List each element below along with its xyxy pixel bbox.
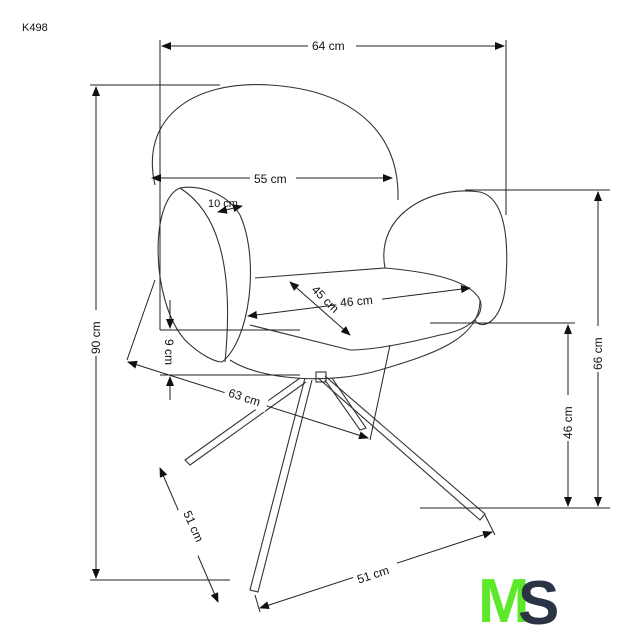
dim-seat-width: 46 cm bbox=[340, 293, 374, 310]
product-code: K498 bbox=[22, 22, 48, 34]
dim-armrest-height: 66 cm bbox=[591, 337, 605, 370]
seat-top bbox=[249, 267, 482, 351]
dim-total-width: 64 cm bbox=[312, 39, 345, 53]
dim-back-width: 55 cm bbox=[254, 172, 287, 186]
leg-1 bbox=[249, 377, 313, 593]
seat-bottom bbox=[229, 299, 481, 380]
dim-armrest-thickness: 10 cm bbox=[208, 198, 238, 210]
left-armrest-inner bbox=[179, 187, 229, 363]
dim-total-height: 90 cm bbox=[89, 321, 103, 354]
dimension-lines bbox=[90, 40, 610, 613]
backrest bbox=[151, 84, 399, 201]
dim-seat-thickness: 9 cm bbox=[162, 339, 176, 365]
leg-4 bbox=[324, 377, 367, 431]
ms-logo: M S bbox=[478, 567, 559, 638]
chair-outline bbox=[151, 84, 508, 593]
right-armrest bbox=[383, 190, 508, 325]
logo-letter-m: M bbox=[478, 567, 530, 636]
left-armrest bbox=[157, 186, 251, 363]
leg-2 bbox=[317, 375, 486, 521]
logo-letter-s: S bbox=[518, 569, 559, 638]
dim-seat-height: 46 cm bbox=[561, 406, 575, 439]
